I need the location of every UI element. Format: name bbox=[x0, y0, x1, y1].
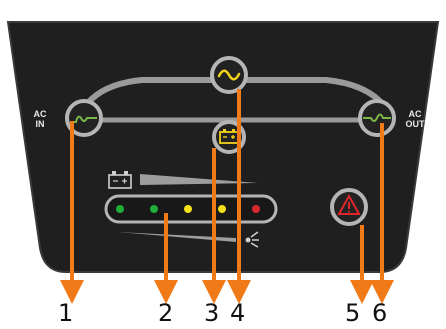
warning-triangle-icon bbox=[337, 193, 361, 215]
ac-out-label-line1: AC bbox=[409, 109, 422, 119]
led-level-meter bbox=[116, 205, 260, 213]
fault-indicator bbox=[330, 188, 368, 226]
level-led-1 bbox=[116, 205, 124, 213]
sine-wave-icon bbox=[217, 69, 241, 81]
level-led-3 bbox=[184, 205, 192, 213]
load-icon bbox=[245, 231, 259, 248]
ac-out-label-line2: OUT bbox=[406, 119, 426, 129]
level-led-4 bbox=[218, 205, 226, 213]
level-led-5 bbox=[252, 205, 260, 213]
callout-number-1: 1 bbox=[58, 299, 74, 327]
callout-arrows bbox=[60, 89, 394, 304]
inverter-indicator bbox=[210, 56, 248, 94]
ac-in-indicator bbox=[65, 99, 103, 137]
ac-in-label-line2: IN bbox=[36, 119, 45, 129]
output-wave-icon bbox=[363, 113, 391, 122]
callout-number-3: 3 bbox=[204, 299, 220, 327]
level-led-2 bbox=[150, 205, 158, 213]
ac-out-indicator bbox=[358, 99, 396, 137]
battery-indicator bbox=[212, 120, 246, 154]
bypass-wave-icon bbox=[71, 115, 97, 123]
callout-number-6: 6 bbox=[372, 299, 388, 327]
callout-number-2: 2 bbox=[158, 299, 174, 327]
battery-scale-icon bbox=[108, 171, 132, 189]
load-level-wedge bbox=[118, 232, 236, 242]
callout-number-5: 5 bbox=[345, 299, 361, 327]
battery-level-wedge bbox=[140, 174, 258, 185]
ac-in-label-line1: AC bbox=[34, 109, 47, 119]
callout-number-4: 4 bbox=[230, 299, 246, 327]
